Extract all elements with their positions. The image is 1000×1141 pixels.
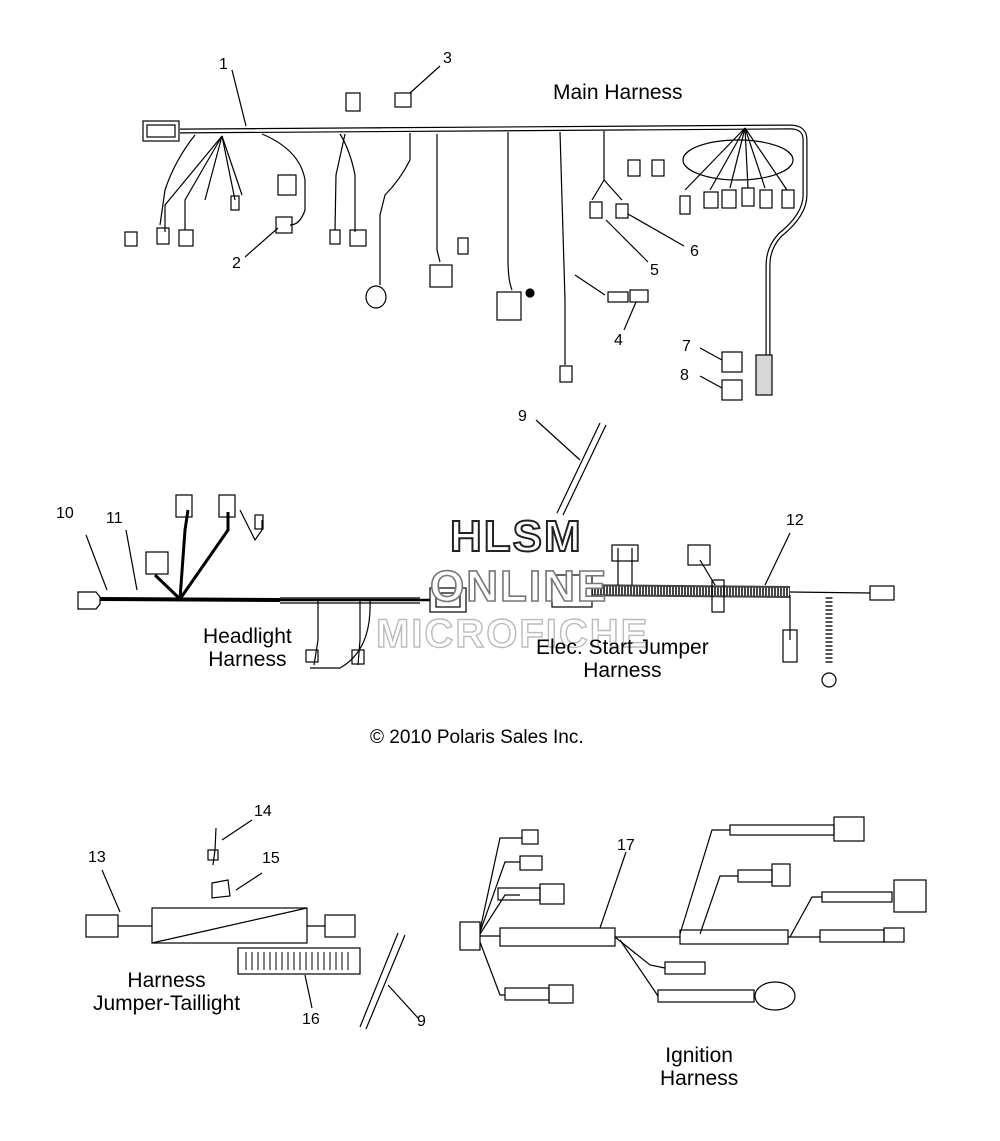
- callout-16: 16: [302, 1011, 320, 1028]
- watermark-line-3: MICROFICHE: [375, 611, 650, 656]
- main-harness-drawing: [124, 65, 808, 401]
- callout-13: 13: [88, 849, 106, 866]
- callout-7: 7: [682, 338, 691, 355]
- callout-2: 2: [232, 255, 241, 272]
- callout-12: 12: [786, 512, 804, 529]
- elec-start-harness-label: Elec. Start Jumper Harness: [536, 636, 709, 682]
- elec-start-harness-drawing: [551, 532, 895, 688]
- strap-drawings: [359, 419, 607, 1030]
- callout-11: 11: [106, 510, 123, 527]
- callout-1: 1: [219, 56, 228, 73]
- callout-9-bottom: 9: [417, 1013, 426, 1030]
- callout-10: 10: [56, 505, 74, 522]
- callout-8: 8: [680, 367, 689, 384]
- callout-6: 6: [690, 243, 699, 260]
- ignition-harness-label: Ignition Harness: [660, 1044, 739, 1090]
- headlight-harness-label: Headlight Harness: [203, 625, 292, 671]
- callout-5: 5: [650, 262, 659, 279]
- callout-9-top: 9: [518, 408, 527, 425]
- callout-17: 17: [617, 837, 635, 854]
- main-harness-label: Main Harness: [553, 81, 683, 104]
- taillight-harness-label: Harness Jumper-Taillight: [93, 969, 241, 1015]
- copyright-notice: © 2010 Polaris Sales Inc.: [370, 727, 584, 748]
- callout-14: 14: [254, 803, 272, 820]
- watermark-line-2: ONLINE: [429, 561, 609, 612]
- callout-3: 3: [443, 50, 452, 67]
- ignition-harness-drawing: [459, 816, 927, 1011]
- watermark-line-1: HLSM: [449, 511, 583, 562]
- taillight-harness-drawing: [85, 819, 361, 1009]
- callout-15: 15: [262, 850, 280, 867]
- callout-4: 4: [614, 332, 623, 349]
- headlight-harness-drawing: [77, 494, 467, 669]
